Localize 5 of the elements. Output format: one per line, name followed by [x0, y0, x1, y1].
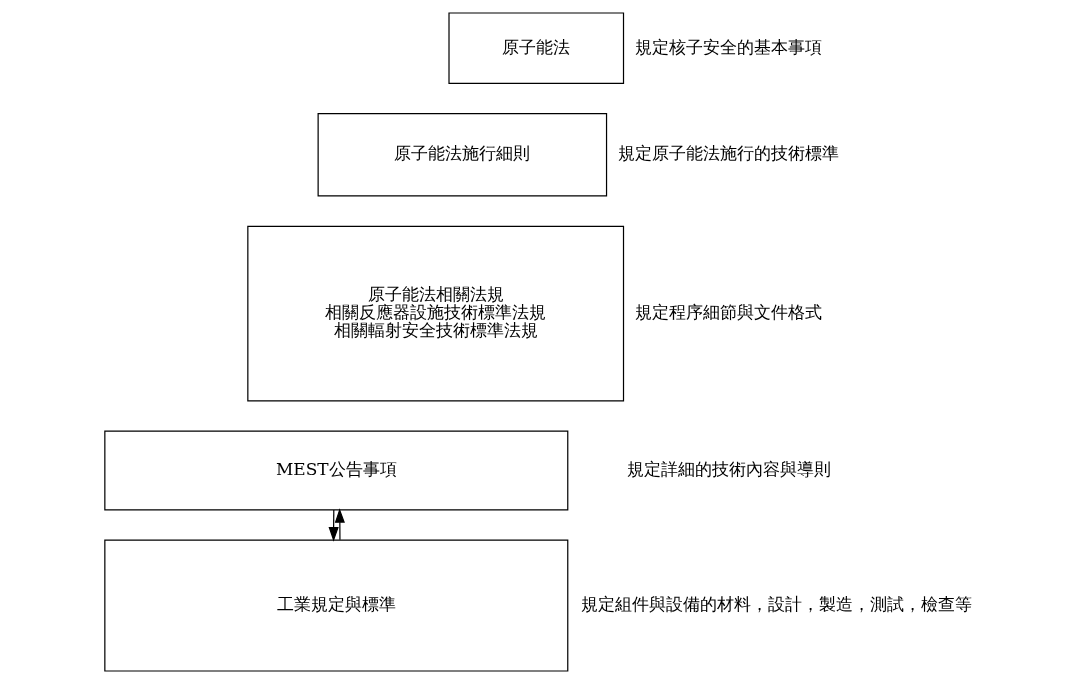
node-label: 規定程序細節與文件格式	[634, 302, 822, 323]
node-label: 規定核子安全的基本事項	[634, 36, 822, 57]
node-label: 規定詳細的技術內容與導則	[626, 458, 831, 479]
node-label: 規定組件與設備的材料，設計，製造，測試，檢查等	[580, 594, 972, 615]
node-label: 規定原子能法施行的技術標準	[617, 143, 839, 164]
